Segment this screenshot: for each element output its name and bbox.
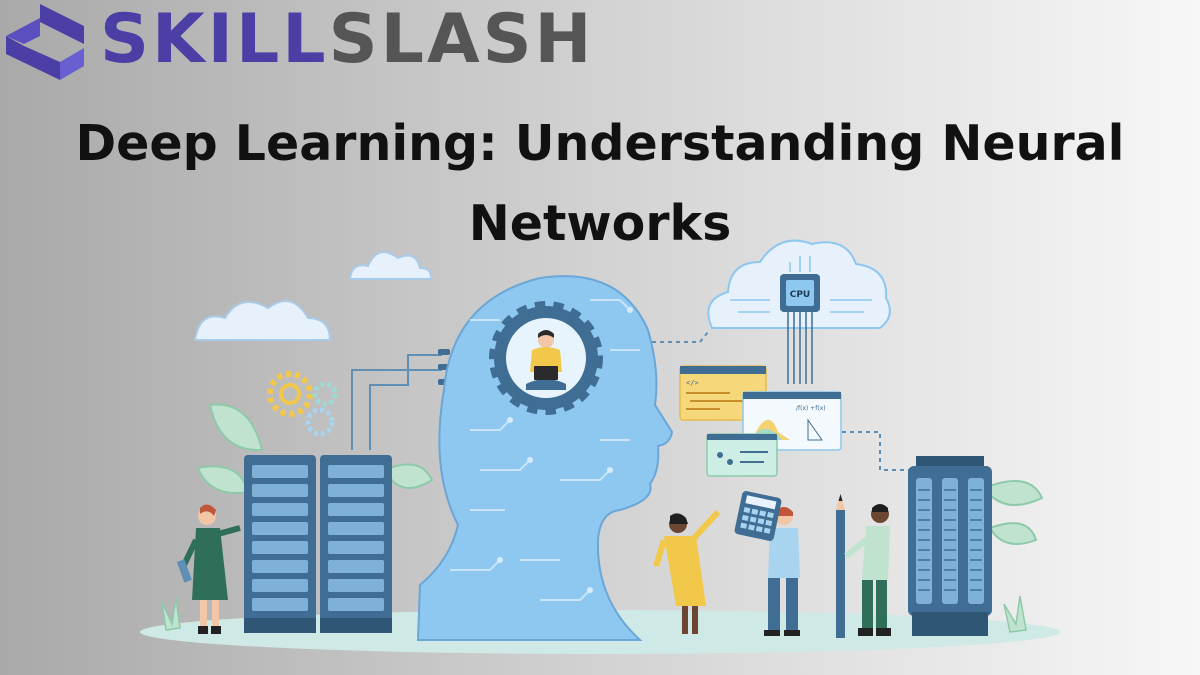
- pencil-icon: [836, 494, 845, 638]
- head-icon: [416, 275, 674, 641]
- person-engineer-icon: [176, 504, 241, 634]
- cloud-icon: [348, 251, 433, 280]
- brand-name-part2: SLASH: [328, 0, 595, 79]
- person-calculator-icon: [764, 507, 800, 636]
- page-title: Deep Learning: Understanding Neural Netw…: [75, 115, 1125, 252]
- calculator-icon: [734, 491, 782, 541]
- person-pencil-icon: [844, 504, 891, 636]
- chip-icon: CPU: [780, 274, 820, 312]
- chip-label: CPU: [790, 290, 811, 300]
- code-tag: </>: [686, 379, 699, 387]
- server-icon: [320, 455, 392, 633]
- cloud-icon: [193, 299, 332, 341]
- brand-name: SKILLSLASH: [100, 0, 594, 83]
- gear-icon: [267, 371, 313, 417]
- server-icon: [244, 455, 316, 633]
- leaf-icon: [982, 480, 1044, 545]
- formula-text: /f(x) +f(x): [796, 405, 826, 412]
- brand-name-part1: SKILL: [100, 0, 329, 79]
- gear-icon: [312, 381, 338, 407]
- skillslash-logo-icon: [6, 4, 84, 80]
- document-window: [706, 433, 778, 477]
- person-presenter-icon: [653, 509, 721, 634]
- connection-lines: [652, 331, 910, 471]
- connection-lines: [351, 354, 442, 450]
- brand: SKILLSLASH: [0, 0, 620, 90]
- gear-icon: [305, 407, 335, 437]
- server-icon: [908, 456, 992, 636]
